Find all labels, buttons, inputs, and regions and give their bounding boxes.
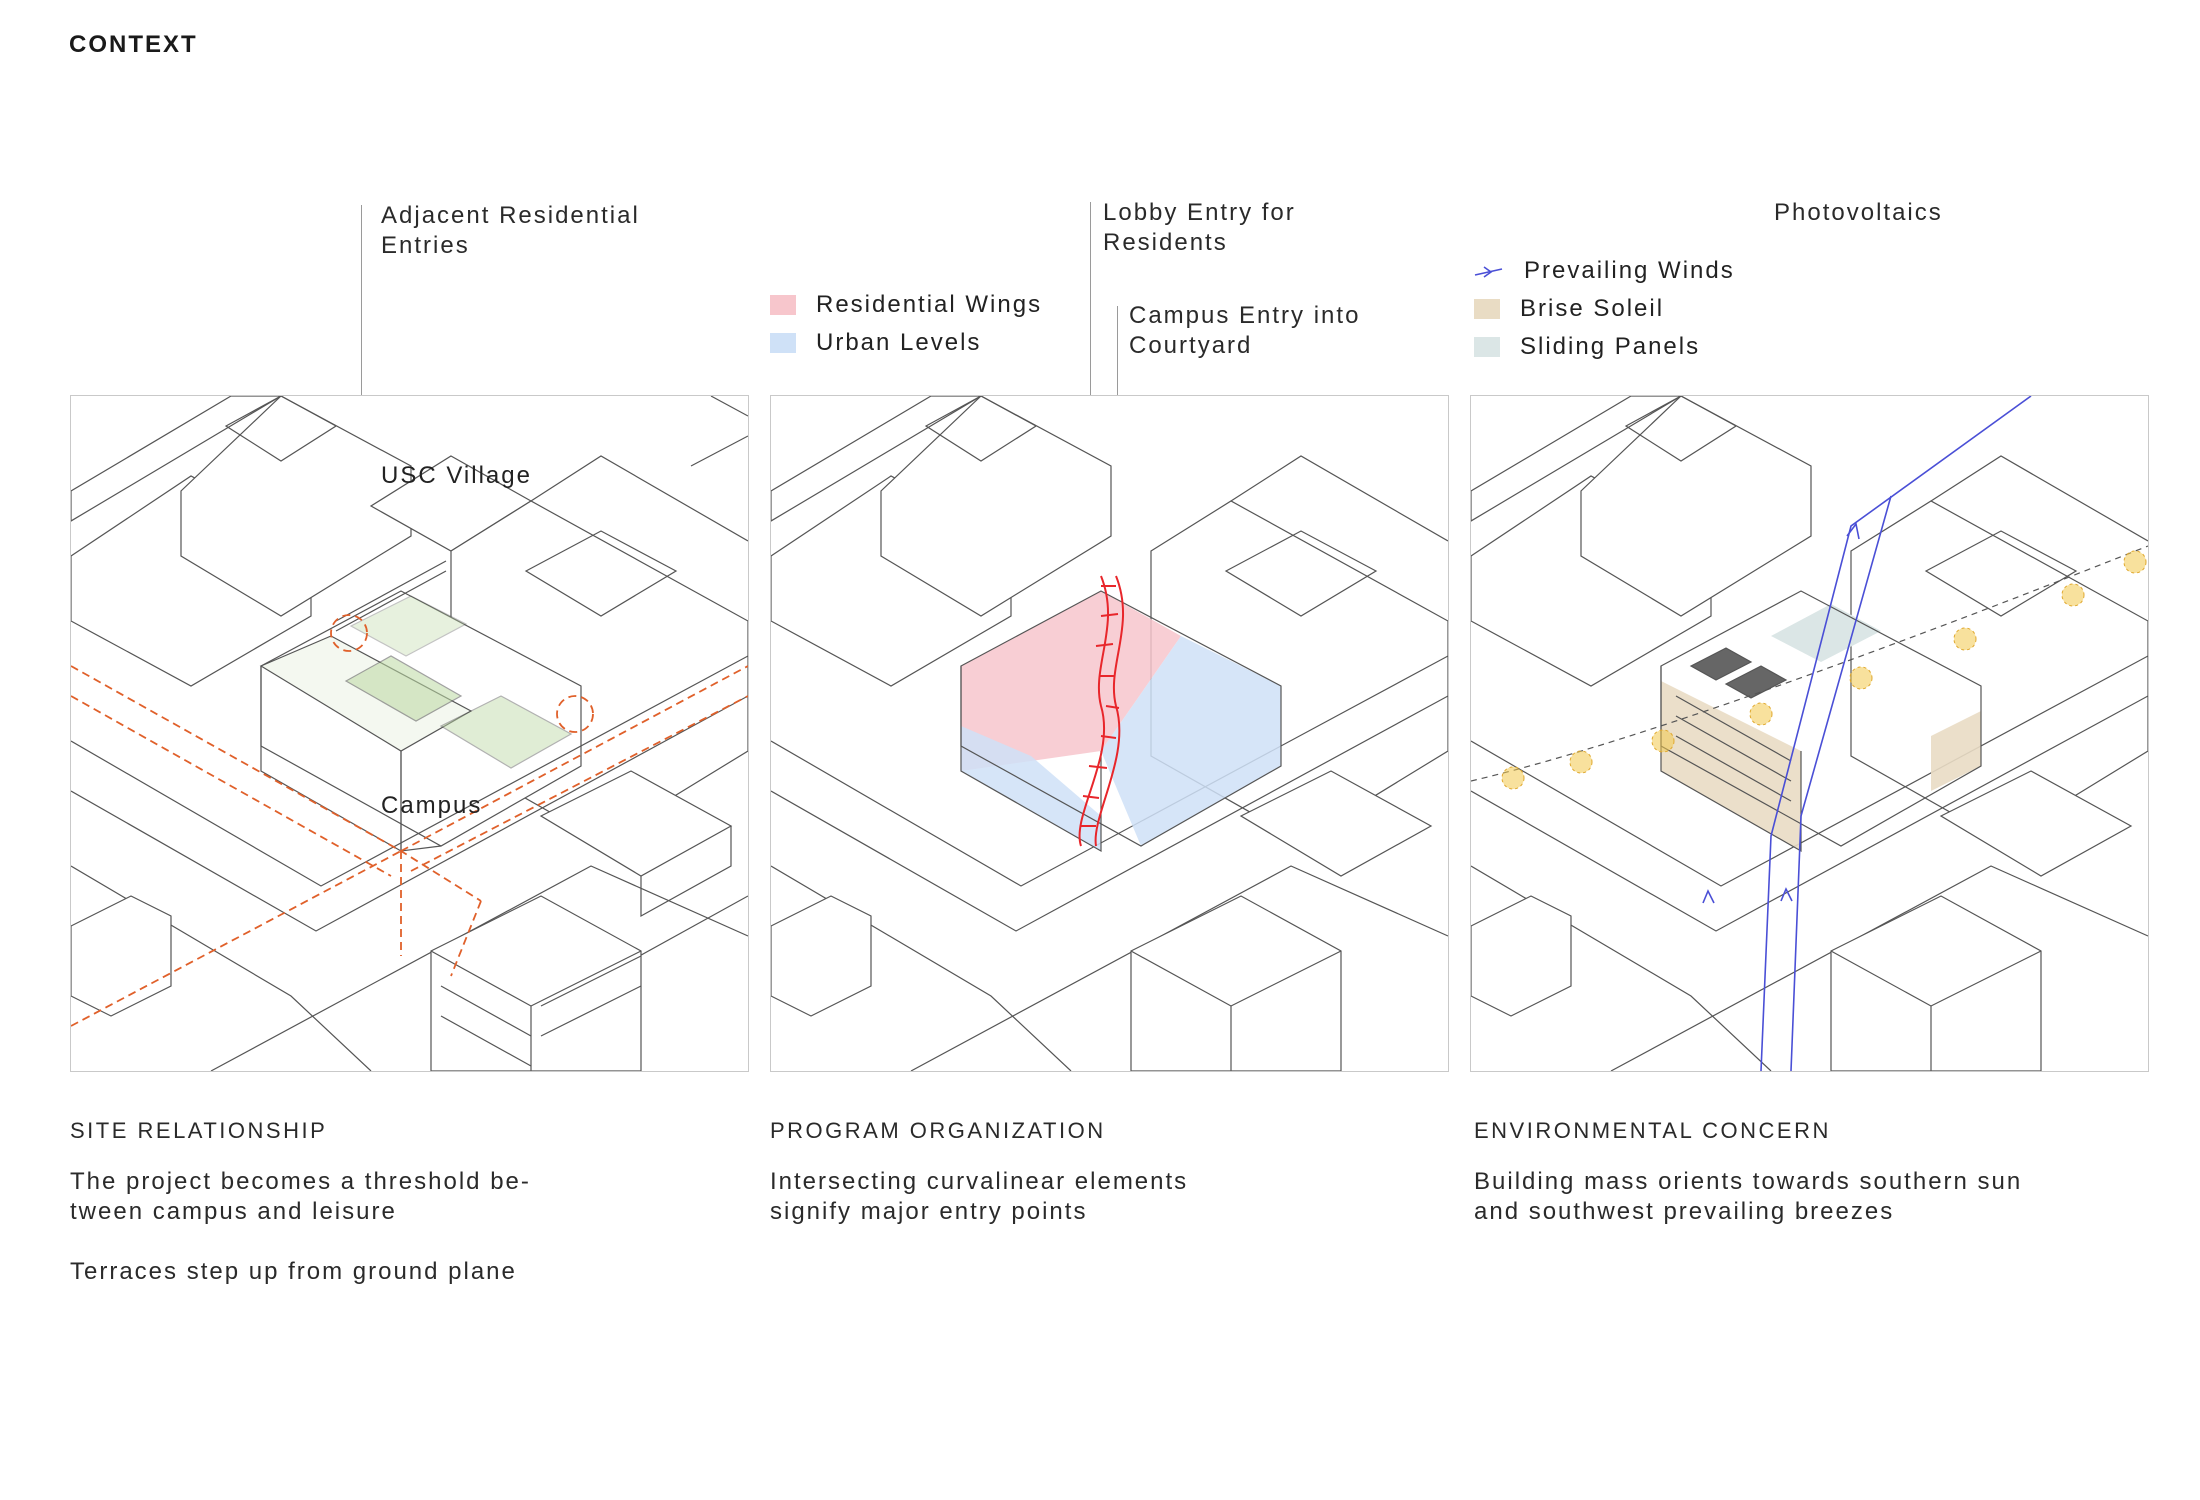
legend-label: Brise Soleil xyxy=(1520,295,1665,322)
legend-item-residential: Residential Wings xyxy=(770,286,1042,324)
legend-item-urban: Urban Levels xyxy=(770,324,1042,362)
axonometric-drawing xyxy=(771,396,1448,1071)
environmental-concern-diagram xyxy=(1470,395,2149,1072)
axonometric-drawing: USC Village Campus xyxy=(71,396,748,1071)
axonometric-drawing xyxy=(1471,396,2148,1071)
program-organization-text: Intersecting curvalinear elements signif… xyxy=(770,1167,1188,1227)
legend-label: Urban Levels xyxy=(816,329,982,356)
legend-label: Prevailing Winds xyxy=(1524,257,1735,284)
environmental-concern-text: Building mass orients towards southern s… xyxy=(1474,1167,2022,1227)
legend-label: Sliding Panels xyxy=(1520,333,1701,360)
callout-line-1: Campus Entry into xyxy=(1129,302,1361,329)
site-relationship-text: The project becomes a threshold be- twee… xyxy=(70,1167,531,1287)
description-line: Intersecting curvalinear elements xyxy=(770,1168,1189,1195)
urban-swatch xyxy=(770,333,796,353)
program-organization-heading: PROGRAM ORGANIZATION xyxy=(770,1118,1106,1143)
sliding-swatch xyxy=(1474,337,1500,357)
callout-line-2: Residents xyxy=(1103,229,1228,256)
callout-line-1: Lobby Entry for xyxy=(1103,199,1296,226)
callout-photovoltaics: Photovoltaics xyxy=(1774,199,1943,226)
callout-campus-entry: Campus Entry into Courtyard xyxy=(1129,301,1360,361)
description-line: The project becomes a threshold be- xyxy=(70,1168,531,1195)
brise-swatch xyxy=(1474,299,1500,319)
legend-item-winds: Prevailing Winds xyxy=(1474,252,1735,290)
environment-legend: Prevailing Winds Brise Soleil Sliding Pa… xyxy=(1474,252,1735,366)
environmental-concern-heading: ENVIRONMENTAL CONCERN xyxy=(1474,1118,1831,1143)
callout-line-2: Courtyard xyxy=(1129,332,1253,359)
usc-village-label: USC Village xyxy=(381,462,532,489)
callout-line-1: Adjacent Residential xyxy=(381,202,640,229)
description-line: Terraces step up from ground plane xyxy=(70,1258,517,1285)
residential-swatch xyxy=(770,295,796,315)
campus-label: Campus xyxy=(381,792,482,819)
description-line: and southwest prevailing breezes xyxy=(1474,1198,1895,1225)
callout-adjacent-residential: Adjacent Residential Entries xyxy=(381,201,640,261)
description-line: tween campus and leisure xyxy=(70,1198,397,1225)
program-organization-diagram xyxy=(770,395,1449,1072)
site-relationship-diagram: USC Village Campus xyxy=(70,395,749,1072)
page-title: CONTEXT xyxy=(69,31,198,58)
legend-label: Residential Wings xyxy=(816,291,1043,318)
callout-lobby-entry: Lobby Entry for Residents xyxy=(1103,198,1296,258)
description-line: Building mass orients towards southern s… xyxy=(1474,1168,2023,1195)
description-line: signify major entry points xyxy=(770,1198,1088,1225)
site-relationship-heading: SITE RELATIONSHIP xyxy=(70,1118,328,1143)
program-legend: Residential Wings Urban Levels xyxy=(770,286,1042,362)
legend-item-sliding: Sliding Panels xyxy=(1474,328,1735,366)
wind-arrow-icon xyxy=(1474,266,1503,278)
callout-line-2: Entries xyxy=(381,232,470,259)
legend-item-brise: Brise Soleil xyxy=(1474,290,1735,328)
